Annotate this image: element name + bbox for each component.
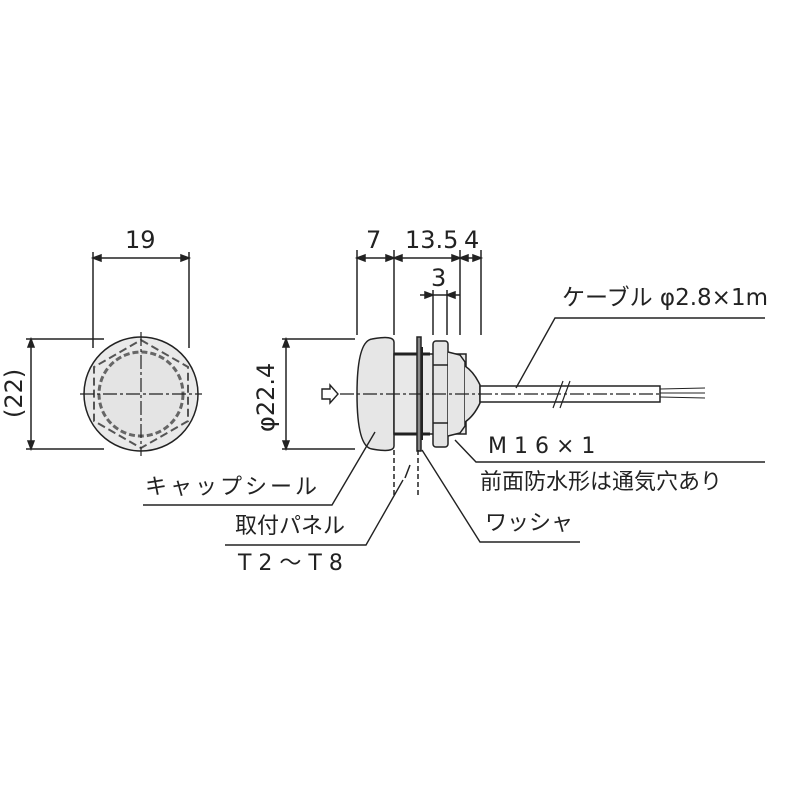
- front-height-dimension: (22): [0, 368, 28, 418]
- rear-length-dimension: 4: [464, 226, 480, 254]
- washer-label: ワッシャ: [485, 511, 574, 536]
- panel-label: 取付パネル: [235, 514, 346, 539]
- cap-diameter-dimension: φ22.4: [252, 362, 280, 432]
- side-view: [281, 250, 706, 495]
- leader-lines: [143, 317, 765, 546]
- thread-label: M 1 6 × 1: [488, 434, 596, 459]
- cap-seal-label: キャップシール: [145, 475, 321, 500]
- cap-length-dimension: 7: [366, 226, 382, 254]
- vent-note-label: 前面防水形は通気穴あり: [480, 470, 723, 495]
- cable-label: ケーブル φ2.8×1m: [562, 285, 768, 311]
- nut-width-dimension: 3: [431, 264, 447, 292]
- panel-thickness-label: T 2 ～ T 8: [238, 551, 343, 576]
- front-view: [26, 252, 202, 456]
- body-length-dimension: 13.5: [405, 226, 459, 254]
- front-width-dimension: 19: [125, 226, 156, 254]
